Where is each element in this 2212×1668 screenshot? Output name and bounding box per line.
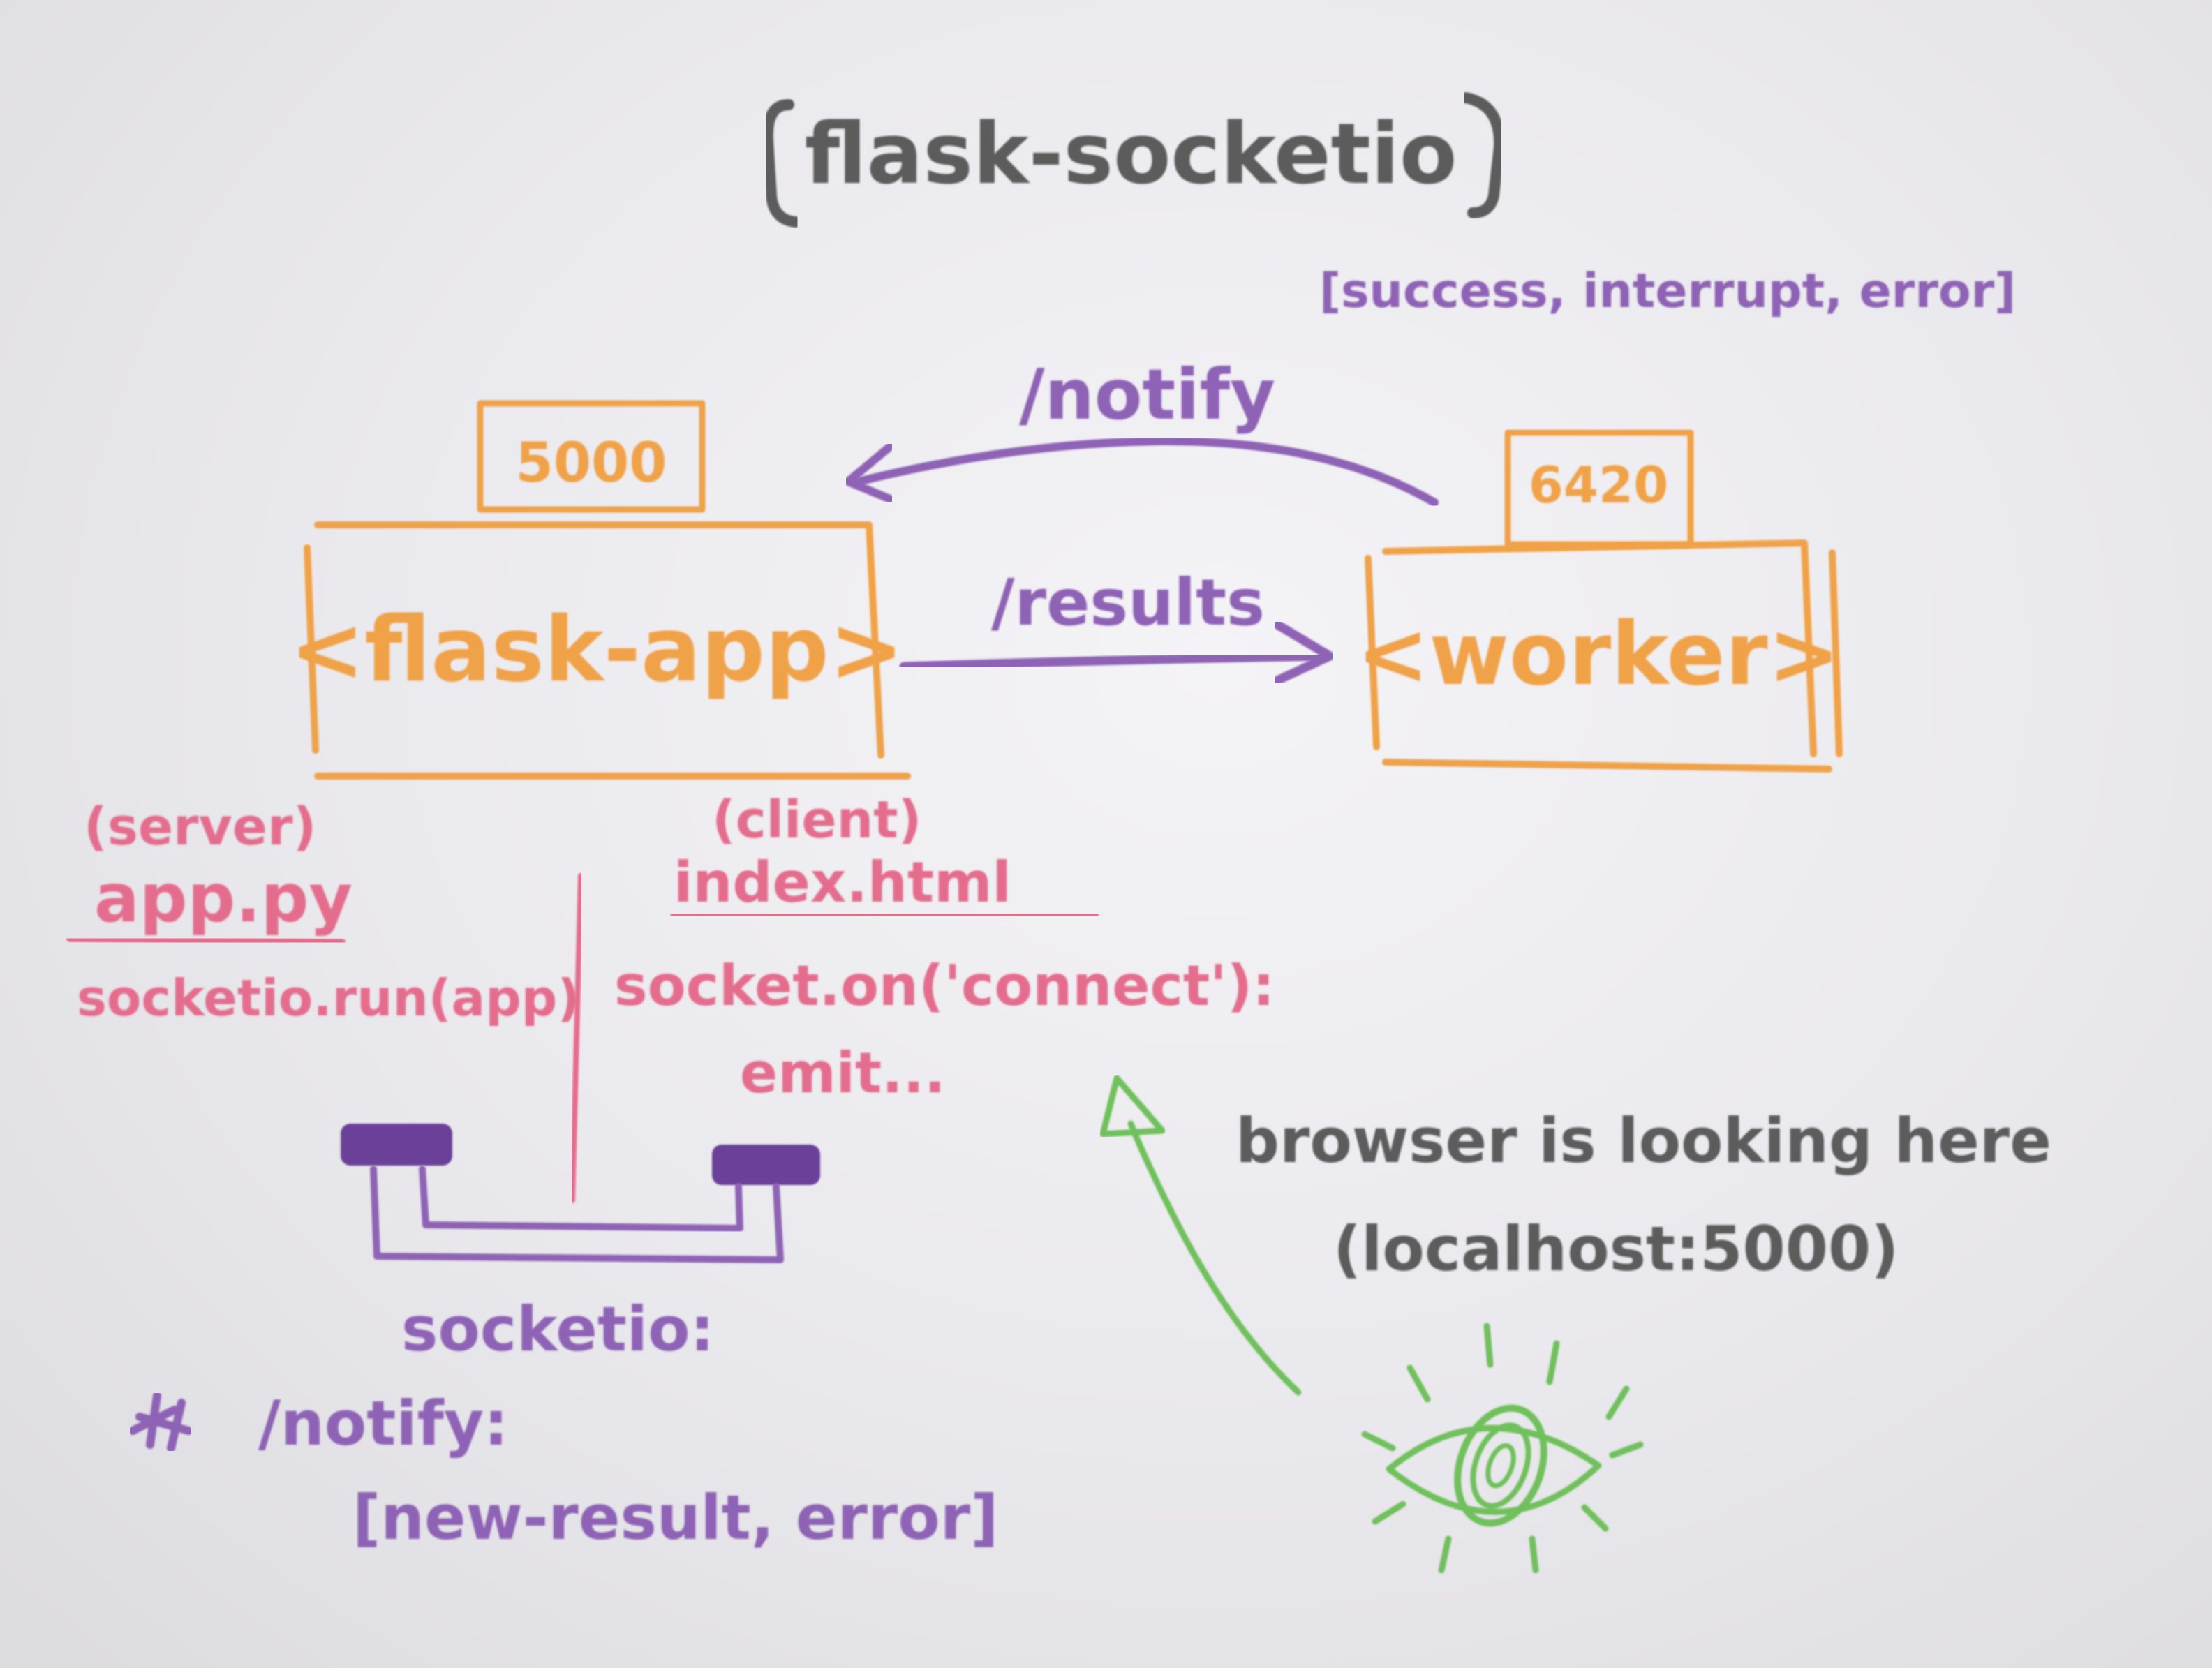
client-code: socket.on('connect'): — [614, 953, 1275, 1018]
eye-iris — [1454, 1404, 1547, 1527]
title-bracket-left — [762, 99, 801, 228]
title-group: flask-socketio — [762, 92, 1506, 228]
worker-label: <worker> — [1356, 604, 1840, 705]
socketio-connector: socketio: /notify: [new-result, error] — [128, 1124, 998, 1554]
results-arrow-head — [1272, 620, 1335, 685]
worker-port: 6420 — [1529, 456, 1668, 514]
browser-line-2: (localhost:5000) — [1333, 1213, 1899, 1285]
eye-pupil — [1485, 1443, 1516, 1489]
results-arrow-line — [899, 651, 1331, 671]
client-file: index.html — [674, 850, 1011, 915]
browser-note: browser is looking here (localhost:5000) — [1235, 1105, 2051, 1285]
client-server-divider — [570, 873, 584, 1203]
notify-arrow-head — [844, 442, 894, 503]
browser-arrow-line — [1127, 1120, 1302, 1396]
worker-box — [1365, 539, 1843, 773]
notify-arrow-label: /notify — [1019, 354, 1275, 435]
client-role: (client) — [712, 790, 921, 850]
server-file-underline — [66, 935, 346, 946]
socketio-plug-right — [712, 1145, 820, 1185]
flask-app-label: <flask-app> — [290, 598, 904, 702]
flask-app-node: 5000 <flask-app> — [290, 400, 911, 780]
client-code-emit: emit... — [740, 1041, 945, 1105]
browser-line-1: browser is looking here — [1235, 1105, 2051, 1177]
socketio-bullet — [128, 1392, 193, 1452]
flask-app-box — [304, 521, 911, 780]
socketio-cable-inner — [419, 1166, 743, 1232]
eye-icon — [1361, 1323, 1644, 1574]
socketio-notify: /notify: — [258, 1387, 508, 1459]
socketio-events: [new-result, error] — [352, 1482, 998, 1554]
eye-iris-ring — [1470, 1422, 1531, 1509]
results-arrow-label: /results — [991, 565, 1265, 640]
server-file: app.py — [94, 859, 352, 937]
eye-outline — [1386, 1424, 1602, 1515]
notify-arrow-line — [854, 436, 1439, 507]
server-role: (server) — [84, 797, 316, 857]
client-file-underline — [670, 911, 1099, 919]
flask-app-port: 5000 — [515, 432, 667, 495]
flask-app-port-box — [477, 400, 706, 513]
browser-arrow-head — [1099, 1075, 1166, 1138]
worker-node: 6420 <worker> — [1356, 429, 1843, 773]
results-arrow-group: /results — [899, 565, 1335, 685]
notify-arrow-group: /notify [success, interrupt, error] — [844, 264, 2016, 507]
browser-arrow — [1099, 1075, 1302, 1396]
server-code: socketio.run(app) — [77, 969, 580, 1027]
server-section: (server) app.py socketio.run(app) — [66, 797, 580, 1027]
title: flask-socketio — [805, 106, 1457, 203]
eye-lashes — [1361, 1323, 1644, 1574]
socketio-cable-outer — [370, 1166, 784, 1263]
client-section: (client) index.html socket.on('connect')… — [614, 790, 1275, 1105]
notify-events-label: [success, interrupt, error] — [1319, 264, 2016, 319]
socketio-plug-left — [341, 1124, 452, 1166]
socketio-label: socketio: — [401, 1293, 715, 1365]
title-bracket-right — [1460, 92, 1506, 218]
